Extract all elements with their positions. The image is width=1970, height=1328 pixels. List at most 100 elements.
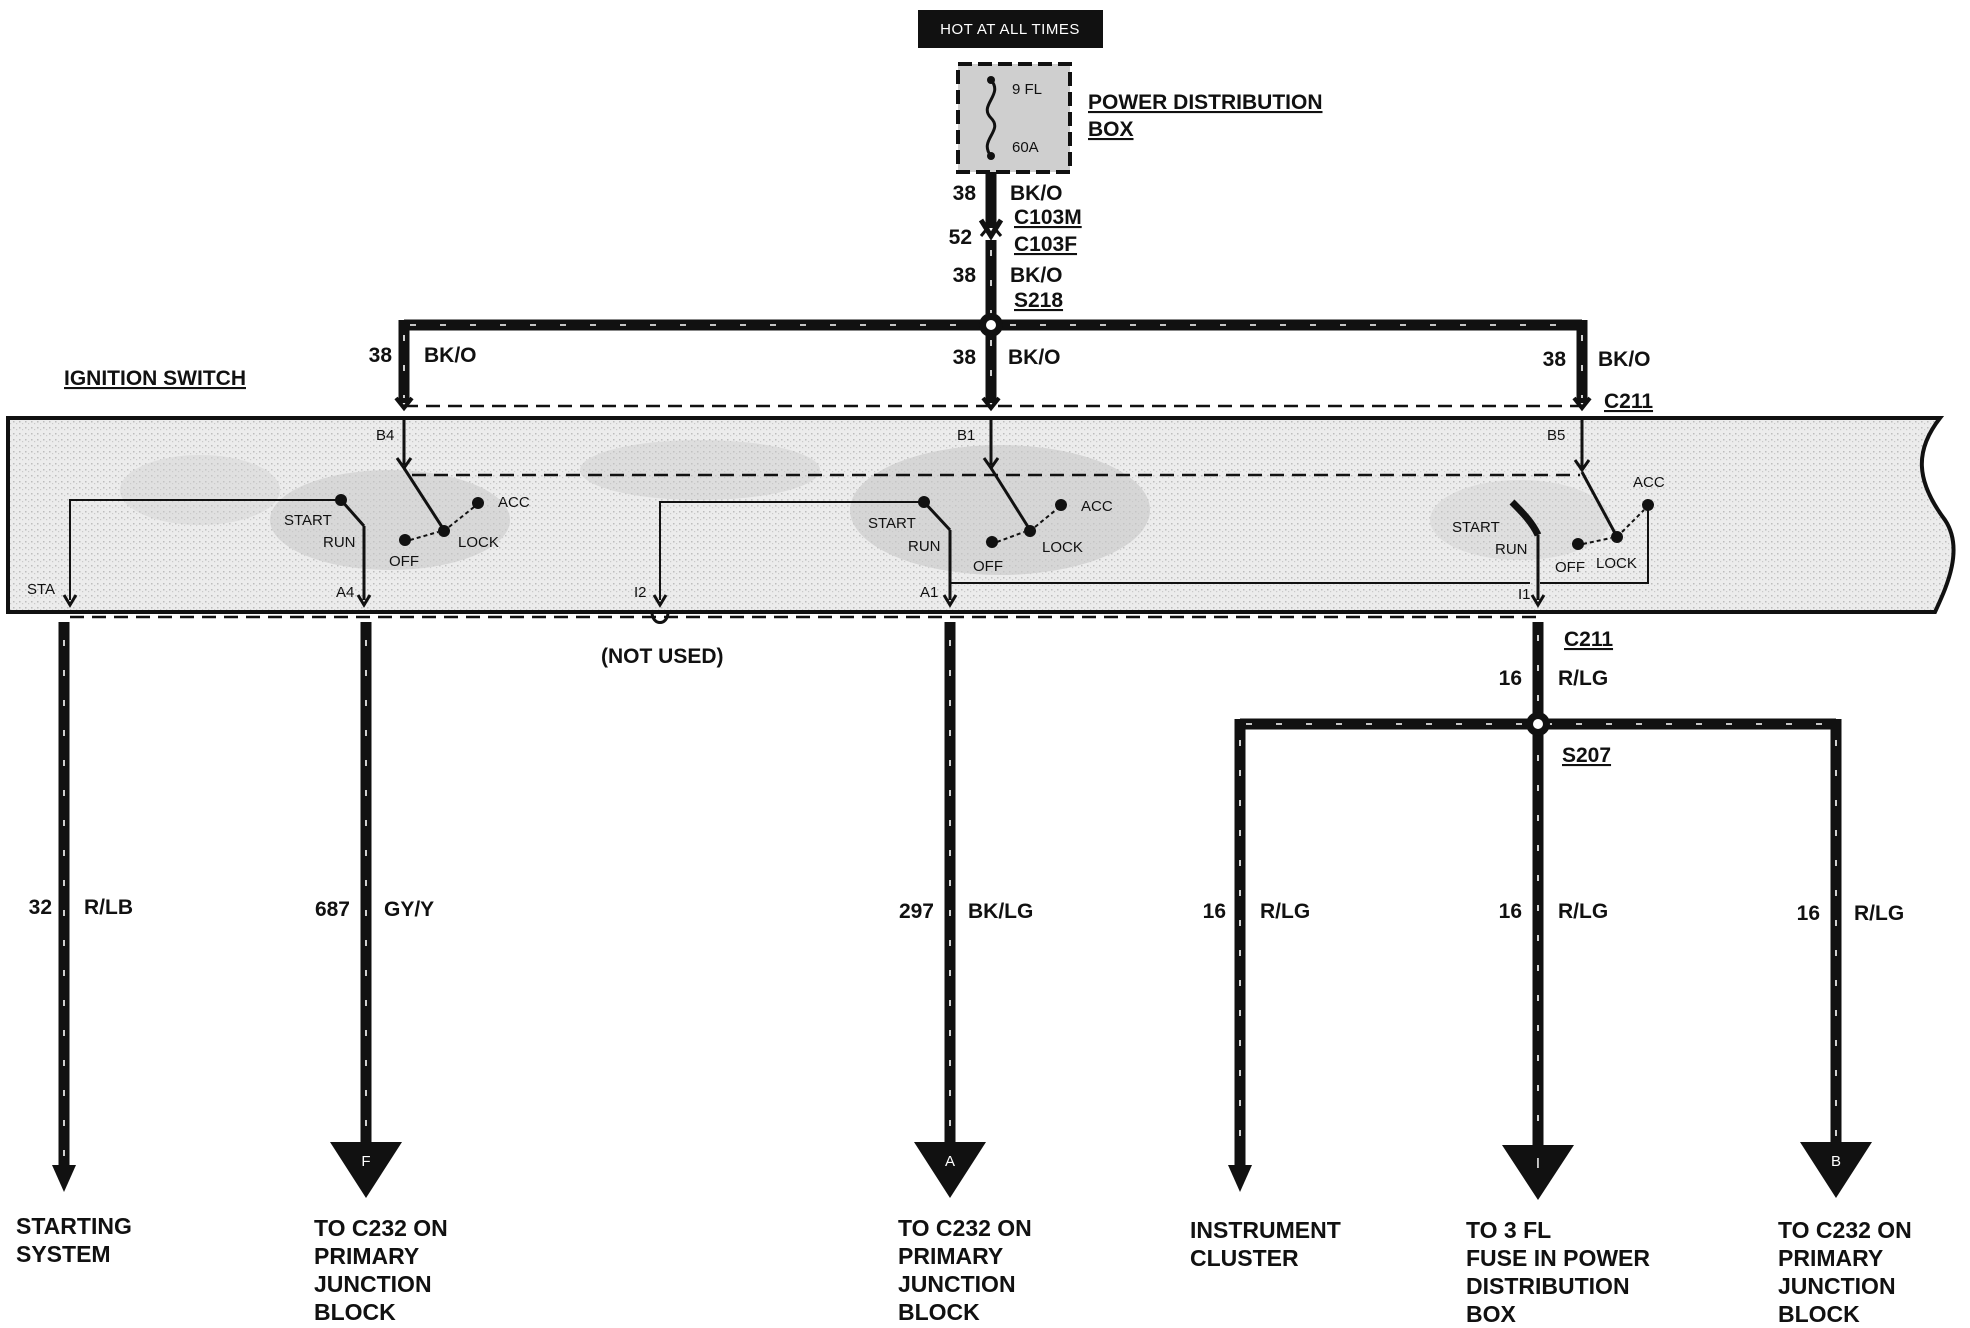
dest1-line3: JUNCTION <box>314 1271 432 1297</box>
left-off-label: OFF <box>389 553 419 570</box>
branch-right-circuit: 38 <box>1543 348 1567 371</box>
dest1-line4: BLOCK <box>314 1299 396 1325</box>
branch-mid-color: BK/O <box>1008 346 1061 369</box>
output-wire-i <box>1502 1145 1574 1200</box>
mid-acc-label: ACC <box>1081 498 1113 515</box>
dest0-line1: STARTING <box>16 1213 132 1239</box>
dest5-line1: TO C232 ON <box>1778 1217 1912 1243</box>
branch-left-color: BK/O <box>424 344 477 367</box>
feed-color-top: BK/O <box>1010 182 1063 205</box>
not-used-pin-icon <box>650 611 670 624</box>
out2-color: BK/LG <box>968 900 1033 923</box>
out4-circuit: 16 <box>1499 900 1522 923</box>
mid-start-label: START <box>868 515 916 532</box>
pin-b4: B4 <box>376 427 394 444</box>
fuse-rating: 60A <box>1012 139 1039 156</box>
out4-color: R/LG <box>1558 900 1608 923</box>
connector-c211-top: C211 <box>1604 390 1653 413</box>
branch-left-circuit: 38 <box>369 344 393 367</box>
switch-left <box>62 418 484 608</box>
hot-at-all-times-label: HOT AT ALL TIMES <box>918 10 1103 48</box>
right-off-label: OFF <box>1555 559 1585 576</box>
mid-off-label: OFF <box>973 558 1003 575</box>
feed-circuit-mid: 38 <box>953 264 977 287</box>
output-feed-circuit: 16 <box>1499 667 1522 690</box>
left-run-label: RUN <box>323 534 356 551</box>
right-lock-label: LOCK <box>1596 555 1637 572</box>
output-wire-a <box>914 622 986 1198</box>
splice-s207: S207 <box>1562 744 1611 767</box>
left-start-label: START <box>284 512 332 529</box>
feed-circuit-top: 38 <box>953 182 977 205</box>
hot-label-text: HOT AT ALL TIMES <box>940 21 1080 38</box>
output-wire-b <box>1800 719 1872 1198</box>
marker-a: A <box>945 1153 955 1170</box>
pin-i2: I2 <box>634 584 647 601</box>
connector-c103f: C103F <box>1014 233 1077 256</box>
dest4-line1: TO 3 FL <box>1466 1217 1551 1243</box>
dest-instrument: INSTRUMENT CLUSTER <box>1190 1217 1341 1271</box>
output-feed-wire <box>1240 622 1836 1160</box>
output-wire-starting <box>52 622 76 1192</box>
mid-run-label: RUN <box>908 538 941 555</box>
out2-circuit: 297 <box>899 900 934 923</box>
dest5-line3: JUNCTION <box>1778 1273 1896 1299</box>
pin-i1: I1 <box>1518 586 1531 603</box>
out3-color: R/LG <box>1260 900 1310 923</box>
pin-a1: A1 <box>920 584 938 601</box>
pin-a4: A4 <box>336 584 354 601</box>
dest-f: TO C232 ON PRIMARY JUNCTION BLOCK <box>314 1215 448 1325</box>
dest2-line4: BLOCK <box>898 1299 980 1325</box>
bus-s218 <box>394 313 1592 412</box>
switch-middle <box>652 418 1530 608</box>
dest3-line1: INSTRUMENT <box>1190 1217 1341 1243</box>
left-lock-label: LOCK <box>458 534 499 551</box>
dest5-line4: BLOCK <box>1778 1301 1860 1327</box>
output-wire-instrument <box>1228 719 1252 1192</box>
pin-b1: B1 <box>957 427 975 444</box>
connector-c103f-pin: 52 <box>949 226 972 249</box>
out5-circuit: 16 <box>1797 902 1820 925</box>
dest-b: TO C232 ON PRIMARY JUNCTION BLOCK <box>1778 1217 1912 1327</box>
not-used-label: (NOT USED) <box>601 645 724 668</box>
ignition-switch-body <box>6 416 1956 614</box>
dest1-line1: TO C232 ON <box>314 1215 448 1241</box>
dest4-line2: FUSE IN POWER <box>1466 1245 1650 1271</box>
dest4-line3: DISTRIBUTION <box>1466 1273 1630 1299</box>
marker-i: I <box>1536 1155 1540 1172</box>
mid-lock-label: LOCK <box>1042 539 1083 556</box>
feed-wire <box>978 172 1004 325</box>
left-acc-label: ACC <box>498 494 530 511</box>
marker-f: F <box>361 1153 370 1170</box>
out3-circuit: 16 <box>1203 900 1226 923</box>
right-acc-label: ACC <box>1633 474 1665 491</box>
dest1-line2: PRIMARY <box>314 1243 419 1269</box>
dest3-line2: CLUSTER <box>1190 1245 1299 1271</box>
dest5-line2: PRIMARY <box>1778 1245 1883 1271</box>
pin-sta: STA <box>27 581 55 598</box>
ignition-switch-title: IGNITION SWITCH <box>64 367 246 390</box>
pin-b5: B5 <box>1547 427 1565 444</box>
power-box-title-1: POWER DISTRIBUTION <box>1088 91 1323 114</box>
out5-color: R/LG <box>1854 902 1904 925</box>
switch-right <box>1509 418 1654 608</box>
marker-b: B <box>1831 1153 1841 1170</box>
right-run-label: RUN <box>1495 541 1528 558</box>
branch-right-color: BK/O <box>1598 348 1651 371</box>
branch-mid-circuit: 38 <box>953 346 977 369</box>
power-box-title-2: BOX <box>1088 118 1134 141</box>
output-feed-color: R/LG <box>1558 667 1608 690</box>
dest4-line4: BOX <box>1466 1301 1517 1327</box>
out1-color: GY/Y <box>384 898 434 921</box>
dest-a: TO C232 ON PRIMARY JUNCTION BLOCK <box>898 1215 1032 1325</box>
out1-circuit: 687 <box>315 898 350 921</box>
out0-color: R/LB <box>84 896 133 919</box>
dest0-line2: SYSTEM <box>16 1241 111 1267</box>
splice-s218: S218 <box>1014 289 1063 312</box>
fuse-link-icon <box>985 79 997 157</box>
out0-circuit: 32 <box>29 896 52 919</box>
connector-c211-bottom: C211 <box>1564 628 1613 651</box>
connector-c103m: C103M <box>1014 206 1082 229</box>
output-wire-f <box>330 622 402 1198</box>
